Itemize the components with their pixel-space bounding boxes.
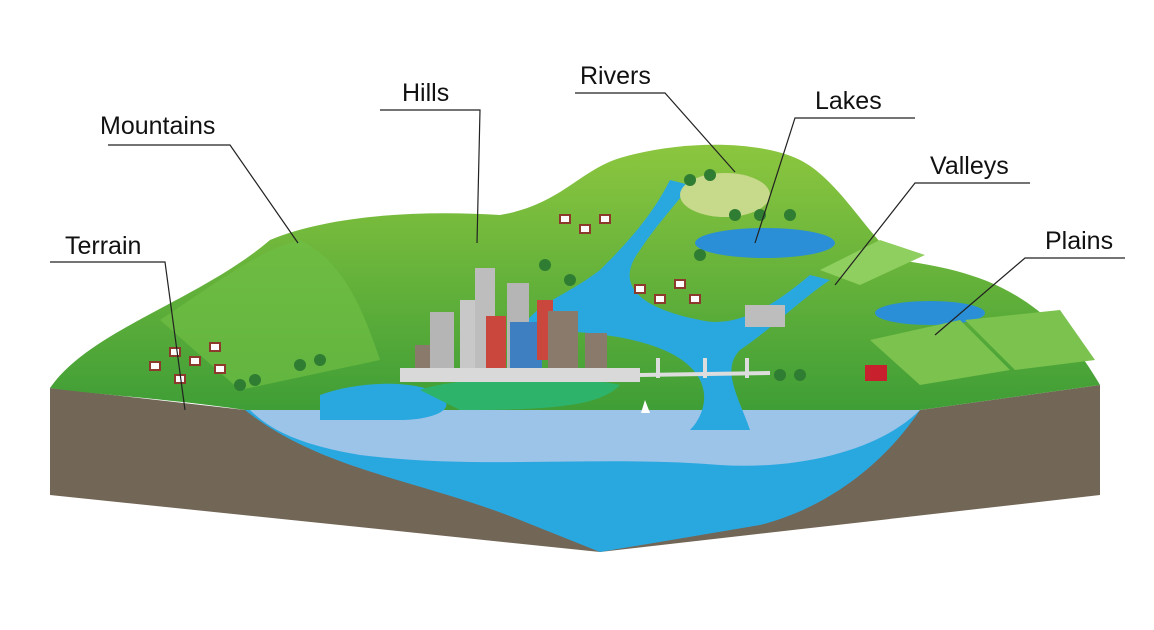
plains-fields: [870, 320, 1010, 385]
mountain: [160, 240, 380, 390]
shallow-water: [250, 410, 920, 466]
label-plains: Plains: [1045, 227, 1113, 255]
river: [520, 180, 830, 430]
city-buildings: [400, 268, 640, 382]
plains-fields-2: [965, 310, 1095, 370]
trees: [234, 169, 806, 391]
meadow: [680, 173, 770, 217]
city-park: [420, 378, 620, 410]
label-rivers: Rivers: [580, 62, 651, 90]
label-terrain: Terrain: [65, 232, 141, 260]
sailboat: [641, 400, 650, 413]
factory: [745, 305, 785, 327]
plains-leader: [934, 257, 1125, 336]
label-mountains: Mountains: [100, 112, 215, 140]
river-bend: [320, 383, 447, 420]
barn: [865, 365, 887, 381]
label-lakes: Lakes: [815, 87, 882, 115]
label-hills: Hills: [402, 79, 449, 107]
valley-fields: [820, 240, 925, 285]
label-valleys: Valleys: [930, 152, 1009, 180]
hills-leader: [380, 109, 481, 244]
rivers-leader: [575, 92, 736, 173]
valleys-leader: [834, 182, 1030, 286]
bridge: [639, 358, 771, 378]
plains-lake: [875, 301, 985, 325]
mountains-leader: [108, 144, 299, 244]
lakes-leader: [754, 117, 915, 244]
leader-lines: [50, 92, 1125, 411]
lake: [695, 228, 835, 258]
terrain-leader: [50, 261, 186, 411]
houses: [149, 214, 701, 384]
